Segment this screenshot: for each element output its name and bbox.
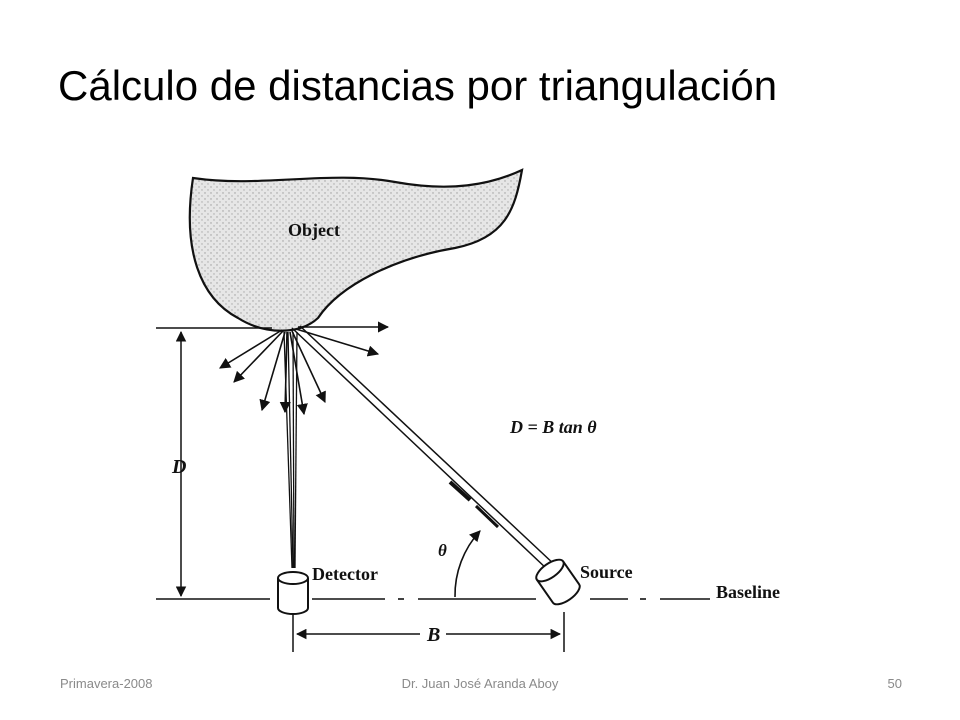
baseline-length-dimension: [292, 612, 565, 652]
slide-title: Cálculo de distancias por triangulación: [58, 62, 778, 109]
page-number: 50: [887, 676, 902, 691]
detector-label: Detector: [312, 564, 378, 584]
distance-dimension: [156, 327, 272, 598]
source-label: Source: [580, 562, 633, 582]
source-icon: [535, 558, 581, 606]
distance-label: D: [171, 456, 186, 478]
footer-date: Primavera-2008: [60, 676, 153, 691]
triangulation-formula: D = B tan θ: [509, 417, 597, 437]
baseline-label: Baseline: [716, 582, 780, 602]
angle-arc: [454, 530, 481, 598]
source-beam: [291, 325, 557, 571]
baseline-length-label: B: [426, 624, 440, 646]
object-shape: [188, 168, 524, 332]
angle-label: θ: [438, 541, 447, 560]
detector-icon: [277, 571, 309, 615]
object-label: Object: [288, 220, 340, 240]
detector-rays: [283, 331, 298, 569]
footer-author: Dr. Juan José Aranda Aboy: [401, 676, 559, 691]
